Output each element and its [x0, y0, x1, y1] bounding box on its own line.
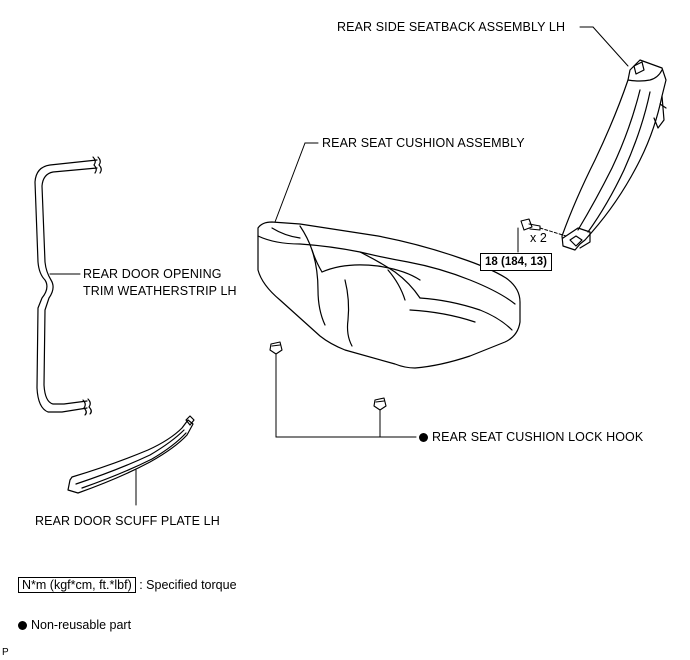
bolt-dashed-line [539, 227, 567, 237]
non-reusable-legend-text: Non-reusable part [31, 618, 132, 632]
bolt-part [520, 218, 541, 231]
scuff-plate-label: REAR DOOR SCUFF PLATE LH [35, 514, 220, 528]
seatback-leader-diag [592, 26, 629, 67]
weatherstrip-part [34, 156, 102, 416]
non-reusable-legend-dot-icon [18, 621, 27, 630]
torque-legend-desc: : Specified torque [139, 578, 237, 592]
corner-mark: P [2, 647, 9, 658]
torque-legend: N*m (kgf*cm, ft.*lbf) : Specified torque [18, 577, 237, 593]
weatherstrip-label-line2: TRIM WEATHERSTRIP LH [83, 284, 237, 298]
lock-hook-leaders [275, 353, 417, 438]
lock-hook-label: REAR SEAT CUSHION LOCK HOOK [419, 430, 643, 445]
scuff-plate-part [67, 415, 195, 494]
lock-hook-part [269, 341, 387, 411]
seatback-part [561, 59, 667, 251]
torque-legend-box: N*m (kgf*cm, ft.*lbf) [18, 577, 136, 593]
bolt-quantity-label: x 2 [530, 231, 547, 245]
seat-cushion-part [257, 221, 521, 369]
weatherstrip-label-line1: REAR DOOR OPENING [83, 267, 222, 281]
non-reusable-dot-icon [419, 433, 428, 442]
cushion-label: REAR SEAT CUSHION ASSEMBLY [322, 136, 525, 150]
torque-value-box: 18 (184, 13) [480, 253, 553, 271]
seatback-label: REAR SIDE SEATBACK ASSEMBLY LH [337, 20, 566, 34]
non-reusable-legend: Non-reusable part [18, 617, 131, 633]
lock-hook-label-text: REAR SEAT CUSHION LOCK HOOK [432, 430, 644, 444]
cushion-leader-diag [274, 142, 306, 223]
